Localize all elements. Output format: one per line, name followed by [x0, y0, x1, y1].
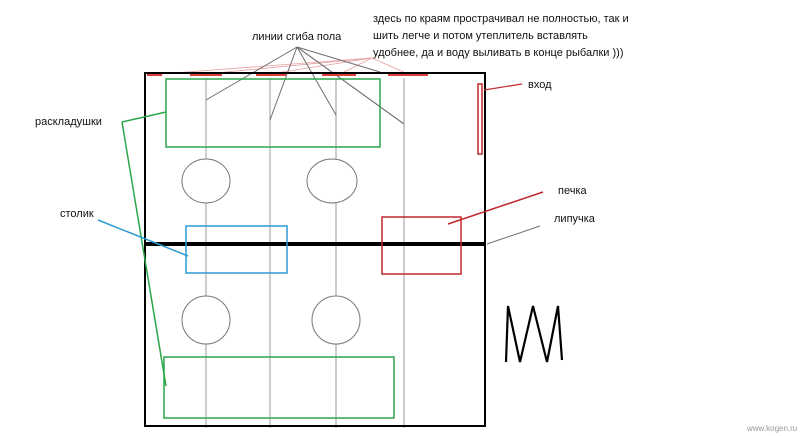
- cots: [121, 78, 395, 419]
- stove-rect: [381, 216, 462, 275]
- fold-lines-label: линии сгиба пола: [252, 31, 342, 43]
- stitch-pointer-lines: [159, 57, 409, 75]
- table-label: столик: [60, 208, 94, 220]
- tent-section-bottom: [144, 244, 486, 427]
- watermark: www.kogen.ru: [747, 424, 798, 433]
- seat-ovals: [181, 158, 361, 345]
- tent-section-top: [144, 72, 486, 244]
- entrance-label: вход: [528, 79, 552, 91]
- table: [97, 219, 288, 274]
- velcro-pointer: [486, 225, 541, 245]
- cot-top: [165, 78, 381, 148]
- cots-label: раскладушки: [35, 116, 102, 128]
- entrance-marker: [477, 83, 523, 155]
- zigzag-sketch: [504, 305, 564, 363]
- oval-bottom-left: [181, 295, 231, 345]
- oval-bottom-right: [311, 295, 361, 345]
- stitch-note: здесь по краям прострачивал не полностью…: [373, 11, 629, 62]
- table-rect: [185, 225, 288, 274]
- velcro-label: липучка: [554, 213, 595, 225]
- cot-bottom: [163, 356, 395, 419]
- tent-outline: [144, 72, 486, 427]
- stove: [381, 191, 544, 275]
- fold-lines: [205, 78, 405, 428]
- oval-top-left: [181, 158, 231, 204]
- stitch-note-line-3: удобнее, да и воду выливать в конце рыба…: [373, 47, 624, 59]
- stitch-note-line-1: здесь по краям прострачивал не полностью…: [373, 13, 629, 25]
- stove-label: печка: [558, 185, 587, 197]
- stitch-note-line-2: шить легче и потом утеплитель вставлять: [373, 30, 588, 42]
- oval-top-right: [306, 158, 358, 204]
